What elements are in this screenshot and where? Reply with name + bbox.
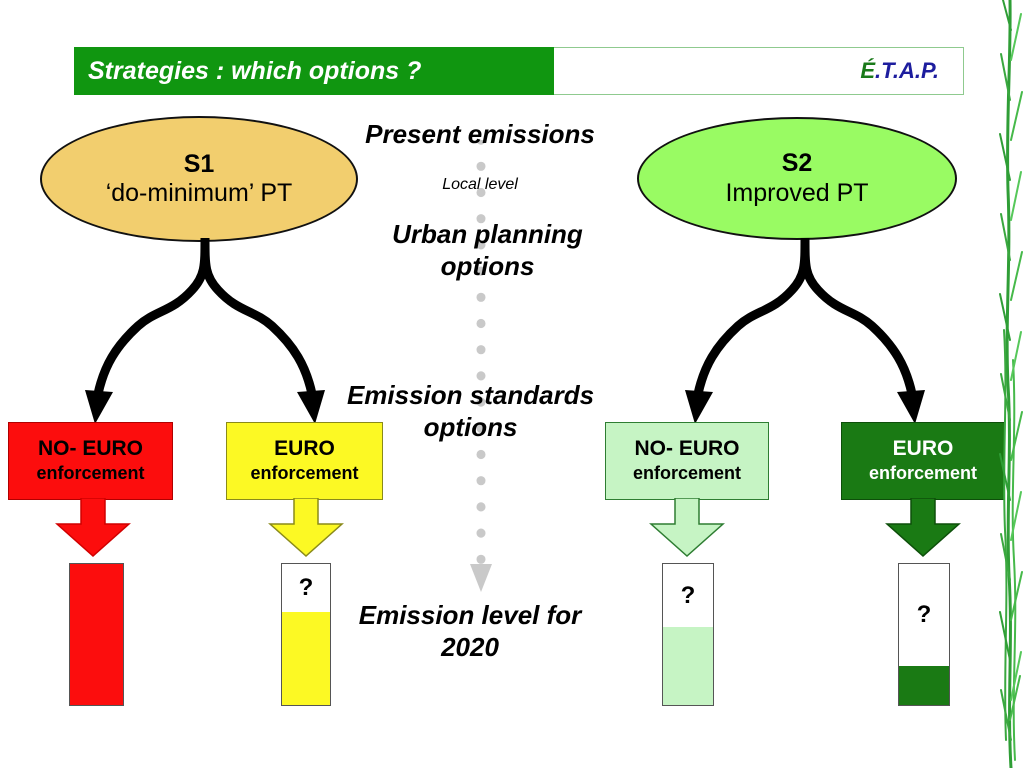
etap-logo: É.T.A.P.	[860, 58, 939, 84]
etap-logo-initial: É	[860, 58, 876, 83]
label-urban-planning-options: Urban planning options	[392, 219, 583, 281]
scenario-s1-title: S1	[183, 149, 215, 178]
etap-logo-rest: .T.A.P.	[875, 58, 939, 83]
scenario-s2-subtitle: Improved PT	[725, 178, 869, 207]
branch-arrows-s1	[85, 238, 325, 424]
result-bar-s1-no-euro	[69, 563, 124, 706]
option-box-s1-no-euro-line1: NO- EURO	[38, 437, 143, 461]
label-emission-standards-options: Emission standards options	[346, 380, 595, 442]
scenario-s2-title: S2	[781, 149, 813, 178]
result-bar-s2-euro-label: ?	[916, 600, 932, 628]
result-bar-s1-euro-fill	[282, 611, 330, 705]
option-box-s2-no-euro-line1: NO- EURO	[634, 437, 740, 461]
option-box-s2-euro-line1: EURO	[892, 437, 954, 461]
branch-arrows-s2	[685, 238, 925, 424]
label-emission-level-2020: Emission level for 2020	[358, 600, 582, 662]
header-title-band: Strategies : which options ?	[74, 47, 554, 95]
scenario-ellipse-s2[interactable]: S2 Improved PT	[637, 117, 957, 240]
result-bar-s2-no-euro: ?	[662, 563, 714, 706]
result-bar-s2-euro-fill	[899, 665, 949, 705]
option-box-s2-no-euro[interactable]: NO- EURO enforcement	[605, 422, 769, 500]
option-box-s1-no-euro[interactable]: NO- EURO enforcement	[8, 422, 173, 500]
label-local-level: Local level	[442, 176, 518, 193]
option-box-s1-no-euro-line2: enforcement	[36, 463, 145, 484]
scenario-ellipse-s1[interactable]: S1 ‘do-minimum’ PT	[40, 116, 358, 242]
block-arrow-down-icon-light-green	[649, 498, 725, 558]
header-logo-band: É.T.A.P.	[554, 47, 964, 95]
block-arrow-down-icon-yellow	[268, 498, 344, 558]
result-bar-s2-no-euro-label: ?	[680, 581, 696, 609]
option-box-s1-euro[interactable]: EURO enforcement	[226, 422, 383, 500]
result-bar-s2-no-euro-fill	[663, 627, 713, 705]
result-bar-s2-euro: ?	[898, 563, 950, 706]
option-box-s2-euro[interactable]: EURO enforcement	[841, 422, 1005, 500]
result-bar-s1-no-euro-fill	[70, 564, 123, 705]
vertical-dotted-arrow-icon	[470, 140, 492, 592]
block-arrow-down-icon-dark-green	[885, 498, 961, 558]
result-bar-s1-euro: ?	[281, 563, 331, 706]
option-box-s2-no-euro-line2: enforcement	[632, 463, 742, 484]
scenario-s1-subtitle: ‘do-minimum’ PT	[105, 179, 293, 208]
block-arrow-down-icon-red	[55, 498, 131, 558]
grass-decoration-icon	[999, 0, 1023, 768]
option-box-s1-euro-line1: EURO	[274, 437, 335, 461]
label-present-emissions: Present emissions	[365, 119, 595, 149]
option-box-s2-euro-line2: enforcement	[868, 463, 978, 484]
slide-header: Strategies : which options ? É.T.A.P.	[74, 47, 964, 95]
option-box-s1-euro-line2: enforcement	[250, 463, 359, 484]
result-bar-s1-euro-label: ?	[298, 573, 314, 601]
page-title: Strategies : which options ?	[88, 56, 422, 85]
